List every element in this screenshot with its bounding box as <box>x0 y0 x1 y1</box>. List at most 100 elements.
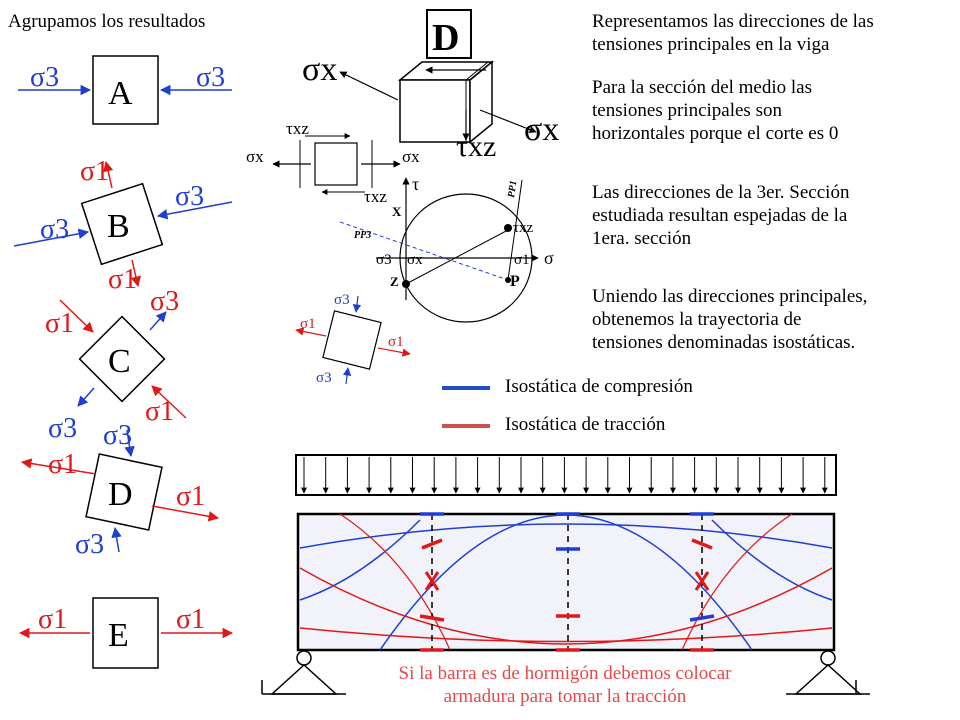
element-c-sigma3-top: σ3 <box>150 286 179 317</box>
beam-body <box>296 512 836 652</box>
shear-element-square <box>314 142 358 186</box>
element-d-top-arrow <box>124 429 135 458</box>
element-c-lower-right-arrow <box>151 385 187 419</box>
paragraph-principal-directions: Representamos las direcciones de las ten… <box>592 11 874 55</box>
element-c-sigma3-left: σ3 <box>48 413 77 444</box>
element-b-top-arrow <box>103 160 114 189</box>
distributed-load-arrows <box>301 457 828 494</box>
element-b-right-arrow <box>156 201 233 220</box>
legend-tension-label: Isostática de tracción <box>505 414 666 435</box>
section-d-box <box>426 9 472 59</box>
element-a-square <box>92 55 159 125</box>
element-d-sigma3-bottom: σ3 <box>75 529 104 560</box>
cube-tauxz: τxz <box>456 130 496 163</box>
element-c-upper-left-arrow <box>59 299 94 333</box>
principal-element-sigma1-left: σ1 <box>300 316 316 332</box>
element-c-upper-right-arrow <box>149 311 167 331</box>
compression-isostatic-top <box>299 523 833 549</box>
element-c-lower-left-arrow <box>77 387 95 407</box>
element-d-label: D <box>108 476 133 513</box>
beam-caption: Si la barra es de hormigón debemos coloc… <box>398 663 732 707</box>
mohr-tauxz-label: τxz <box>513 220 534 236</box>
tension-isostatic-right <box>681 513 793 651</box>
mohr-sigma3-label: σ3 <box>376 252 392 268</box>
mohr-x-label: X <box>392 204 402 219</box>
mark-s3-upper <box>691 538 713 550</box>
section-d-label: D <box>432 17 459 59</box>
paragraph-third-section: Las direcciones de la 3er. Sección estud… <box>592 182 850 249</box>
element-d-right-arrow <box>151 505 220 522</box>
paragraph-isostatic: Uniendo las direcciones principales, obt… <box>592 286 868 353</box>
mohr-pp3-label: PP3 <box>354 230 371 241</box>
mohr-sigma-label: σ <box>544 248 554 268</box>
shear-element-sigmax-right: σx <box>402 147 420 166</box>
mohr-circle <box>399 193 533 323</box>
mohr-pp1-label: PP1 <box>506 180 519 199</box>
element-d-sigma1-right: σ1 <box>176 481 205 512</box>
mohr-z-label: Z <box>390 274 399 289</box>
cube-sigmax-left-arrow <box>339 71 399 101</box>
element-e-label: E <box>108 617 129 654</box>
cube-sigmax-left: σx <box>302 51 337 88</box>
mohr-pp1-line <box>507 179 523 281</box>
element-b-sigma3-right: σ3 <box>175 181 204 212</box>
element-a-sigma3-left: σ3 <box>30 62 59 93</box>
element-c-label: C <box>108 343 131 380</box>
element-b-label: B <box>107 208 130 245</box>
cube-side <box>469 60 493 144</box>
left-support <box>270 663 338 695</box>
mohr-point-p <box>505 277 511 283</box>
cube-sigmax-right: σx <box>524 111 559 148</box>
mark-s1-lower <box>419 614 445 622</box>
cube-front <box>399 79 471 143</box>
shear-element-tauxz-top: τxz <box>286 119 309 138</box>
principal-element-sigma3-bottom: σ3 <box>316 370 332 386</box>
mark-s3-cross-b <box>694 571 710 591</box>
tension-isostatic-bottom <box>299 627 833 643</box>
tension-isostatic-lower <box>299 567 833 645</box>
element-b: B σ1 σ3 σ3 σ1 <box>13 156 233 295</box>
element-e-sigma1-right: σ1 <box>176 604 205 635</box>
right-support-pin <box>820 650 836 666</box>
element-a-sigma3-right: σ3 <box>196 62 225 93</box>
mohr-sigma1-label: σ1 <box>514 252 530 268</box>
element-d-sigma3-top: σ3 <box>103 420 132 451</box>
mark-s1-upper <box>421 538 443 550</box>
element-a: A σ3 σ3 <box>18 55 232 125</box>
distributed-load-box <box>295 454 837 496</box>
mohr-diameter <box>405 229 509 285</box>
compression-isostatic-right <box>711 519 833 601</box>
mark-s3-lower <box>689 614 715 622</box>
mohr-point-z <box>402 280 410 288</box>
principal-element-sigma3-top: σ3 <box>334 292 350 308</box>
mohr-point-x <box>504 224 512 232</box>
principal-element-sigma1-right: σ1 <box>388 334 404 350</box>
mark-s1-cross-b <box>424 571 440 591</box>
left-support-pin <box>296 650 312 666</box>
right-support <box>794 663 862 695</box>
shear-element-sigmax-left: σx <box>246 147 264 166</box>
element-a-label: A <box>108 75 133 112</box>
mohr-circle-diagram: τ σ X Z P σ3 σx σ1 τxz PP3 PP1 <box>339 174 554 323</box>
element-c-square <box>78 315 166 403</box>
element-e: E σ1 σ1 <box>18 597 234 669</box>
element-d-sigma1-left: σ1 <box>48 449 77 480</box>
legend-compression-label: Isostática de compresión <box>505 376 693 397</box>
mohr-tau-label: τ <box>412 174 419 194</box>
element-c-sigma1-left: σ1 <box>45 308 74 339</box>
principal-element-top-arrow <box>352 295 362 313</box>
shear-element-tauxz-bottom: τxz <box>364 187 387 206</box>
principal-element-bottom-arrow <box>342 367 352 385</box>
cube-edge <box>465 61 489 81</box>
section-d-cube: D σx σx τxz <box>302 9 559 163</box>
element-e-square <box>92 597 159 669</box>
element-b-bottom-arrow <box>130 259 141 288</box>
principal-element-square <box>322 310 382 370</box>
element-d: D σ3 σ1 σ1 σ3 <box>20 420 220 560</box>
principal-element: σ3 σ1 σ1 σ3 <box>295 292 411 386</box>
element-e-sigma1-left: σ1 <box>38 604 67 635</box>
element-b-sigma1-bottom: σ1 <box>108 264 137 295</box>
mohr-p-label: P <box>510 273 520 290</box>
paragraph-middle-section: Para la sección del medio las tensiones … <box>592 77 839 144</box>
